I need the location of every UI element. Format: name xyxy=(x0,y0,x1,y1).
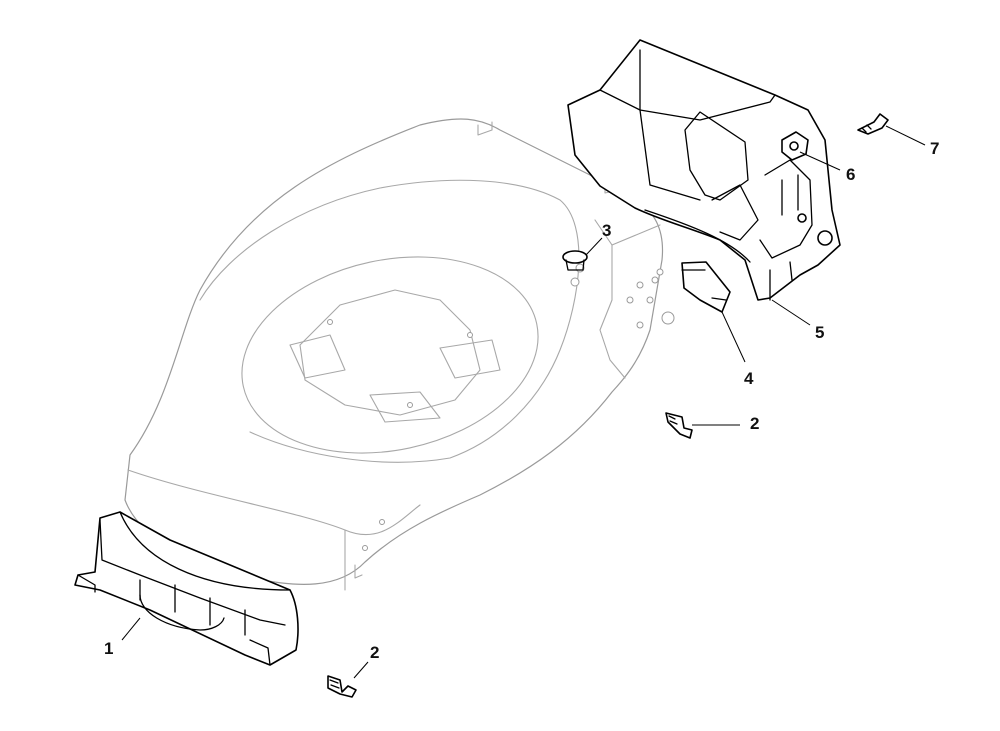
leader-7 xyxy=(885,125,926,146)
callout-3: 3 xyxy=(602,221,611,240)
part-5-rear-housing xyxy=(567,39,841,301)
part-2-screw-right xyxy=(665,412,693,439)
leader-6 xyxy=(799,151,841,171)
callout-7: 7 xyxy=(930,139,939,158)
leader-4 xyxy=(721,311,746,363)
callout-labels: 1 2 2 3 4 5 6 7 xyxy=(104,139,939,662)
leader-lines xyxy=(121,125,926,679)
callout-2-lower: 2 xyxy=(370,643,379,662)
part-2-screw-lower xyxy=(327,675,357,698)
part-7-screw xyxy=(857,113,889,135)
leader-2-lower xyxy=(353,661,369,679)
part-3-plug xyxy=(562,250,588,271)
part-4-clip-plate xyxy=(681,261,731,313)
callout-5: 5 xyxy=(815,323,824,342)
callout-1: 1 xyxy=(104,639,113,658)
mower-deck xyxy=(124,118,675,591)
callout-4: 4 xyxy=(744,369,754,388)
leader-1 xyxy=(121,617,141,641)
callout-2-right: 2 xyxy=(750,414,759,433)
part-1-rear-flap xyxy=(74,511,299,666)
leader-3 xyxy=(585,237,603,256)
leader-5 xyxy=(771,299,811,326)
callout-6: 6 xyxy=(846,165,855,184)
